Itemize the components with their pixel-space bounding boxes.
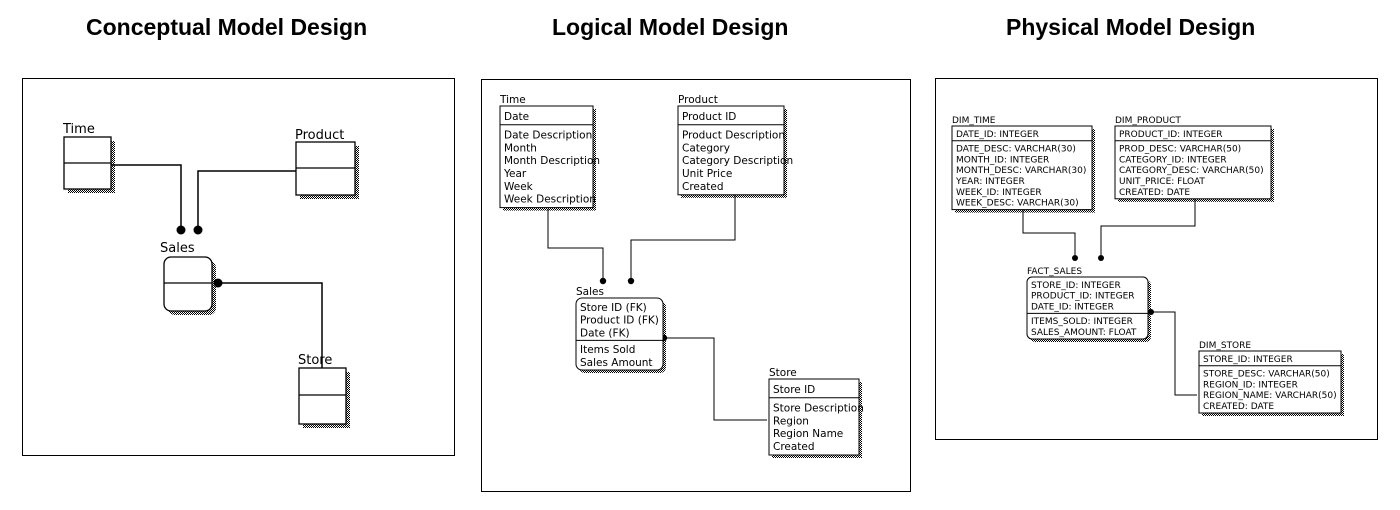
physical-product-attribute-field: PROD_DESC: VARCHAR(50) bbox=[1119, 145, 1241, 155]
conceptual-relationships bbox=[111, 164, 323, 368]
physical-sales-key-field: STORE_ID: INTEGER bbox=[1031, 281, 1121, 291]
physical-entity-time: DIM_TIME DATE_ID: INTEGER DATE_DESC: VARCH… bbox=[951, 116, 1095, 213]
physical-store-attribute-field: CREATED: DATE bbox=[1203, 402, 1274, 412]
physical-product-attribute-field: CATEGORY_DESC: VARCHAR(50) bbox=[1119, 166, 1264, 176]
logical-time-box bbox=[499, 105, 594, 209]
conceptual-sales-label: Sales bbox=[160, 241, 195, 256]
physical-time-attribute-field: MONTH_ID: INTEGER bbox=[956, 155, 1049, 165]
physical-sales-attribute-field: ITEMS_SOLD: INTEGER bbox=[1031, 317, 1133, 327]
logical-product-attribute-field: Unit Price bbox=[682, 168, 732, 180]
logical-time-attribute-field: Week bbox=[504, 181, 534, 193]
logical-heading: Logical Model Design bbox=[552, 14, 789, 40]
physical-relationships bbox=[1022, 183, 1197, 396]
physical-store-attribute-field: STORE_DESC: VARCHAR(50) bbox=[1203, 370, 1330, 380]
logical-time-title: Time bbox=[499, 94, 526, 106]
physical-product-attribute-field: CATEGORY_ID: INTEGER bbox=[1119, 155, 1227, 165]
conceptual-entity-product: Product bbox=[295, 128, 359, 199]
physical-time-attribute-field: WEEK_DESC: VARCHAR(30) bbox=[956, 199, 1079, 209]
physical-entity-product: DIM_PRODUCT PRODUCT_ID: INTEGER PROD_DESC:… bbox=[1114, 116, 1274, 202]
physical-product-title: DIM_PRODUCT bbox=[1115, 116, 1181, 126]
physical-product-attribute-field: UNIT_PRICE: FLOAT bbox=[1119, 177, 1205, 187]
conceptual-diagram: Time Product Sales Store bbox=[62, 122, 359, 428]
logical-sales-key-field: Date (FK) bbox=[580, 327, 630, 339]
logical-store-key-field: Store ID bbox=[773, 384, 815, 396]
logical-product-attribute-field: Category bbox=[682, 142, 730, 154]
logical-product-box bbox=[677, 105, 785, 196]
logical-time-attribute-field: Week Description bbox=[504, 194, 596, 206]
logical-time-attribute-field: Month Description bbox=[504, 155, 600, 167]
logical-time-attribute-field: Date Description bbox=[504, 130, 592, 142]
logical-sales-key-field: Product ID (FK) bbox=[580, 315, 659, 327]
logical-sales-title: Sales bbox=[576, 286, 604, 298]
physical-time-attribute-field: YEAR: INTEGER bbox=[955, 177, 1025, 187]
logical-sales-box bbox=[575, 297, 664, 371]
physical-time-attribute-field: MONTH_DESC: VARCHAR(30) bbox=[956, 166, 1086, 176]
physical-time-title: DIM_TIME bbox=[952, 116, 996, 126]
conceptual-entity-time: Time bbox=[62, 122, 115, 193]
physical-diagram: DIM_TIME DATE_ID: INTEGER DATE_DESC: VARCH… bbox=[951, 116, 1344, 416]
physical-product-attribute-field: CREATED: DATE bbox=[1119, 188, 1190, 198]
physical-store-title: DIM_STORE bbox=[1199, 341, 1251, 351]
logical-store-attribute-field: Region bbox=[773, 415, 809, 427]
conceptual-heading: Conceptual Model Design bbox=[86, 14, 368, 40]
physical-sales-key-field: PRODUCT_ID: INTEGER bbox=[1031, 292, 1135, 302]
logical-relationships bbox=[547, 195, 767, 421]
logical-time-attribute-field: Month bbox=[504, 142, 537, 154]
physical-time-attribute-field: DATE_DESC: VARCHAR(30) bbox=[956, 145, 1076, 155]
conceptual-entity-sales: Sales bbox=[160, 241, 216, 315]
conceptual-time-label: Time bbox=[62, 122, 95, 137]
logical-store-attribute-field: Region Name bbox=[773, 428, 843, 440]
logical-store-box bbox=[768, 378, 860, 456]
physical-sales-attribute-field: SALES_AMOUNT: FLOAT bbox=[1031, 328, 1137, 338]
physical-heading: Physical Model Design bbox=[1006, 14, 1256, 40]
logical-sales-attribute-field: Items Sold bbox=[580, 344, 635, 356]
physical-product-key-field: PRODUCT_ID: INTEGER bbox=[1119, 130, 1223, 140]
physical-store-attribute-field: REGION_NAME: VARCHAR(50) bbox=[1203, 391, 1337, 401]
physical-store-box bbox=[1198, 350, 1342, 414]
logical-sales-attribute-field: Sales Amount bbox=[580, 357, 653, 369]
logical-time-attribute-field: Year bbox=[503, 168, 527, 180]
logical-store-title: Store bbox=[769, 367, 797, 379]
physical-product-box bbox=[1114, 125, 1272, 200]
physical-store-attribute-field: REGION_ID: INTEGER bbox=[1203, 380, 1298, 390]
physical-sales-box bbox=[1026, 276, 1149, 340]
logical-product-title: Product bbox=[678, 94, 718, 106]
physical-sales-key-field: DATE_ID: INTEGER bbox=[1031, 302, 1114, 312]
logical-store-attribute-field: Created bbox=[773, 441, 815, 453]
logical-store-attribute-field: Store Description bbox=[773, 403, 864, 415]
logical-time-key-field: Date bbox=[504, 111, 529, 123]
physical-time-key-field: DATE_ID: INTEGER bbox=[956, 130, 1039, 140]
physical-time-box bbox=[951, 125, 1093, 211]
logical-sales-key-field: Store ID (FK) bbox=[580, 302, 647, 314]
conceptual-store-label: Store bbox=[298, 353, 332, 368]
conceptual-product-label: Product bbox=[295, 128, 344, 143]
physical-entity-store: DIM_STORE STORE_ID: INTEGER STORE_DESC: VA… bbox=[1198, 341, 1344, 416]
physical-time-attribute-field: WEEK_ID: INTEGER bbox=[956, 188, 1042, 198]
logical-product-attribute-field: Product Description bbox=[682, 130, 785, 142]
physical-sales-title: FACT_SALES bbox=[1027, 267, 1082, 277]
physical-store-key-field: STORE_ID: INTEGER bbox=[1203, 355, 1293, 365]
conceptual-entity-store: Store bbox=[298, 353, 350, 428]
logical-product-attribute-field: Created bbox=[682, 181, 724, 193]
logical-product-key-field: Product ID bbox=[682, 111, 736, 123]
logical-product-attribute-field: Category Description bbox=[682, 155, 793, 167]
